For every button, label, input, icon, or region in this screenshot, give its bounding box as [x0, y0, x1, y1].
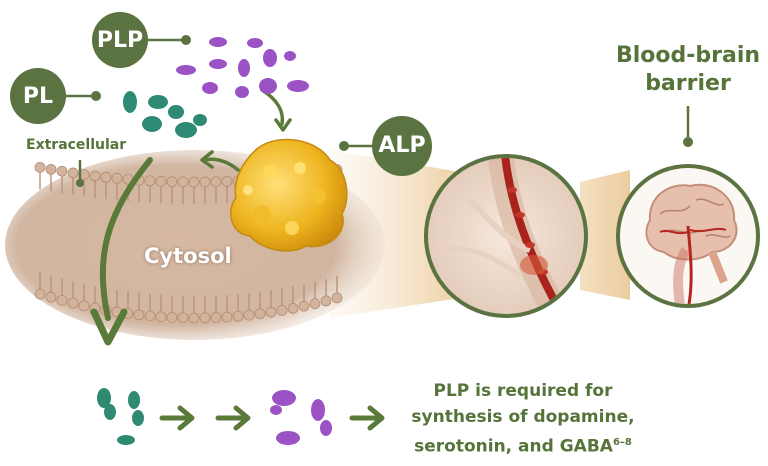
- lipid-head: [276, 305, 288, 316]
- bbb-title: Blood-brain barrier: [606, 42, 768, 98]
- lipid-head: [177, 312, 189, 324]
- lipid-head: [232, 310, 244, 322]
- lipid-head: [45, 291, 57, 303]
- lipid-head: [199, 312, 211, 324]
- plp-bubble: [92, 12, 148, 68]
- lipid-head: [210, 312, 222, 323]
- zoom-beam: [580, 170, 630, 300]
- plp-to-alp-arrow: [260, 88, 285, 126]
- caption-line3: serotonin, and GABA6–8: [408, 430, 638, 460]
- flow-arrow: [349, 405, 385, 431]
- lipid-head: [67, 297, 79, 309]
- lipid-head: [320, 295, 332, 307]
- bbb-title-line2: barrier: [645, 71, 731, 96]
- caption-line3-text: serotonin, and GABA: [414, 436, 613, 457]
- caption-line1: PLP is required for: [433, 381, 613, 401]
- caption-superscript: 6–8: [612, 437, 632, 448]
- lipid-head: [199, 176, 211, 188]
- alp-to-pl-arrow: [202, 157, 240, 172]
- pl-molecule-cluster: [97, 388, 144, 445]
- alp-enzyme: [230, 138, 348, 252]
- lipid-head: [188, 176, 200, 188]
- lipid-head: [111, 172, 123, 184]
- lipid-head: [56, 165, 68, 177]
- lipid-head: [166, 312, 178, 323]
- plp-molecule-cluster: [270, 390, 332, 445]
- plp-label: PLP: [96, 28, 144, 53]
- lipid-head: [210, 176, 222, 188]
- bbb-title-line1: Blood-brain: [615, 43, 761, 68]
- pl-bubble: [10, 68, 66, 124]
- lipid-head: [177, 176, 189, 188]
- blood-vessel: [424, 154, 588, 318]
- lipid-head: [34, 161, 46, 173]
- brain: [616, 164, 760, 308]
- alp-bubble: [372, 116, 432, 176]
- lipid-head: [221, 175, 233, 187]
- lipid-head: [100, 171, 112, 183]
- lipid-head: [254, 308, 266, 320]
- extracellular-label: Extracellular: [26, 137, 127, 153]
- lipid-head: [67, 167, 79, 179]
- lipid-head: [155, 175, 167, 187]
- lipid-head: [89, 170, 101, 182]
- lipid-head: [221, 311, 233, 323]
- pl-molecule-cluster: [123, 91, 207, 138]
- alp-label: ALP: [378, 133, 426, 158]
- uptake-arrowhead: [90, 308, 128, 346]
- lipid-head: [155, 311, 167, 323]
- lipid-head: [78, 300, 90, 312]
- lipid-head: [265, 306, 277, 318]
- caption: PLP is required for synthesis of dopamin…: [408, 378, 638, 460]
- lipid-head: [133, 309, 145, 321]
- caption-line2: synthesis of dopamine,: [411, 407, 635, 427]
- plp-molecule-cluster: [176, 37, 309, 98]
- lipid-head: [56, 294, 68, 306]
- lipid-head: [34, 288, 46, 300]
- lipid-head: [144, 175, 156, 187]
- lipid-head: [309, 298, 321, 310]
- lipid-head: [144, 310, 156, 322]
- cytosol-label: Cytosol: [144, 244, 232, 268]
- lipid-head: [45, 163, 57, 175]
- pl-label: PL: [22, 84, 54, 109]
- lipid-head: [166, 176, 178, 188]
- lipid-head: [287, 303, 299, 314]
- lipid-head: [331, 292, 343, 304]
- flow-arrow: [159, 405, 195, 431]
- lipid-head: [188, 312, 200, 324]
- lipid-head: [298, 300, 310, 312]
- lipid-head: [243, 309, 255, 321]
- uptake-arrow: [99, 157, 153, 321]
- flow-arrow: [215, 405, 251, 431]
